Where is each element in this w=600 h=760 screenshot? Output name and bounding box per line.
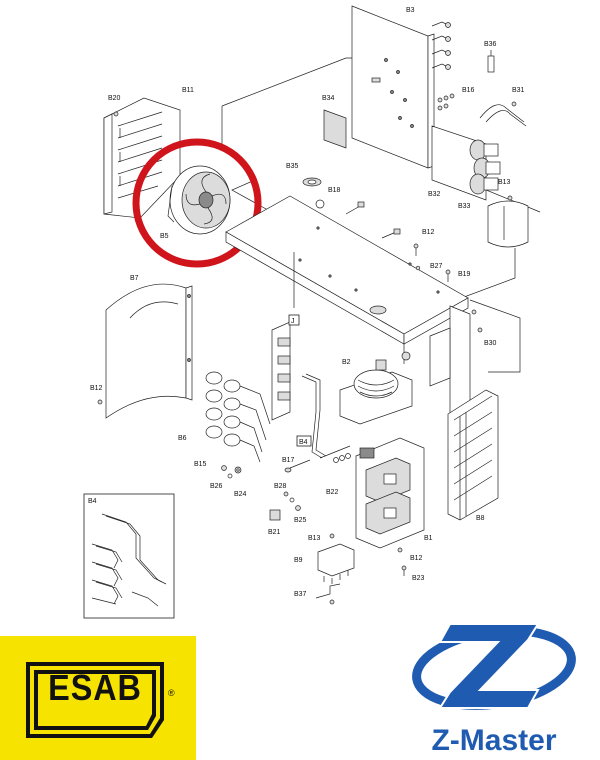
esab-registered-mark: ® bbox=[168, 688, 175, 698]
label-b16: B16 bbox=[462, 87, 475, 94]
part-b30-screw bbox=[471, 309, 483, 333]
label-b22: B22 bbox=[326, 489, 339, 496]
part-b28-b25-b21 bbox=[269, 491, 301, 521]
part-heatsink-bracket bbox=[429, 305, 471, 431]
zmaster-z-icon bbox=[412, 623, 576, 710]
label-b11: B11 bbox=[182, 87, 194, 94]
label-b7: B7 bbox=[130, 275, 139, 282]
part-b11-louvered-panel bbox=[103, 97, 181, 219]
part-b37-clip bbox=[315, 583, 341, 605]
part-b31-cable bbox=[479, 101, 527, 127]
label-b12: B12 bbox=[422, 229, 435, 236]
inset-b4-detail bbox=[83, 493, 175, 619]
label-j-box bbox=[288, 314, 300, 326]
label-b9: B9 bbox=[294, 557, 303, 564]
part-b2-choke bbox=[339, 351, 413, 425]
label-b36: B36 bbox=[484, 41, 497, 48]
label-b35: B35 bbox=[286, 163, 299, 170]
part-b35-grommet bbox=[302, 177, 322, 187]
exploded-parts-diagram: B3 B36 B16 B31 B32 B34 B13 bbox=[83, 5, 541, 619]
part-b23 bbox=[401, 565, 407, 576]
label-b8: B8 bbox=[476, 515, 485, 522]
label-b19: B19 bbox=[458, 271, 471, 278]
part-b20-screw bbox=[113, 111, 119, 117]
zmaster-logo: Z-Master bbox=[388, 610, 600, 760]
label-b15: B15 bbox=[194, 461, 207, 468]
part-b15-b26-b24 bbox=[221, 465, 242, 479]
zmaster-wordmark: Z-Master bbox=[431, 724, 557, 757]
label-b20: B20 bbox=[108, 95, 121, 102]
label-b4-inset: B4 bbox=[88, 498, 97, 505]
part-b8-heatsink bbox=[447, 389, 499, 521]
esab-logo: ESAB ® bbox=[0, 636, 196, 760]
label-b1: B1 bbox=[424, 535, 433, 542]
part-b12-screw bbox=[97, 243, 419, 553]
label-b28: B28 bbox=[274, 483, 287, 490]
highlight-circle bbox=[132, 138, 262, 268]
part-b34-panel bbox=[323, 109, 347, 149]
label-b12-bottom: B12 bbox=[410, 555, 423, 562]
label-b31: B31 bbox=[512, 87, 525, 94]
part-b6-ferrite-cores bbox=[205, 371, 271, 463]
label-b3: B3 bbox=[406, 7, 415, 14]
part-b1-rectifier bbox=[355, 437, 425, 549]
part-b5-fan bbox=[167, 165, 231, 235]
part-b18-bolt bbox=[345, 201, 401, 239]
label-j: J bbox=[291, 318, 295, 325]
label-b33: B33 bbox=[458, 203, 471, 210]
label-b2: B2 bbox=[342, 359, 351, 366]
part-b7-side-cover bbox=[105, 283, 193, 419]
part-b27-b19 bbox=[415, 265, 451, 282]
part-b17 bbox=[284, 445, 351, 473]
label-b21: B21 bbox=[268, 529, 281, 536]
part-b13-screw bbox=[507, 195, 513, 201]
label-b18: B18 bbox=[328, 187, 341, 194]
label-b32: B32 bbox=[428, 191, 441, 198]
label-b30: B30 bbox=[484, 340, 497, 347]
label-b13: B13 bbox=[498, 179, 511, 186]
esab-wordmark: ESAB bbox=[48, 667, 142, 708]
part-b9-transformer bbox=[317, 533, 355, 584]
part-b3-rear-panel bbox=[351, 5, 451, 169]
part-b16-screws bbox=[437, 93, 455, 111]
part-b36 bbox=[487, 50, 495, 73]
label-b25: B25 bbox=[294, 517, 307, 524]
esab-plate-icon bbox=[26, 662, 164, 738]
label-b17: B17 bbox=[282, 457, 295, 464]
label-b23: B23 bbox=[412, 575, 425, 582]
part-b33-cover bbox=[487, 200, 529, 248]
label-b6: B6 bbox=[178, 435, 187, 442]
label-b26: B26 bbox=[210, 483, 223, 490]
label-b27: B27 bbox=[430, 263, 443, 270]
label-b5: B5 bbox=[160, 233, 169, 240]
part-j-bracket bbox=[271, 321, 291, 421]
label-b24: B24 bbox=[234, 491, 247, 498]
label-b37: B37 bbox=[294, 591, 307, 598]
label-b13-lower: B13 bbox=[308, 535, 321, 542]
part-b32-capacitor-board bbox=[431, 125, 501, 201]
label-b4-box bbox=[296, 435, 312, 447]
part-chassis-base bbox=[225, 195, 469, 364]
part-b4-cable bbox=[301, 373, 327, 459]
label-b4: B4 bbox=[299, 439, 308, 446]
label-b34: B34 bbox=[322, 95, 335, 102]
label-b12-left: B12 bbox=[90, 385, 103, 392]
